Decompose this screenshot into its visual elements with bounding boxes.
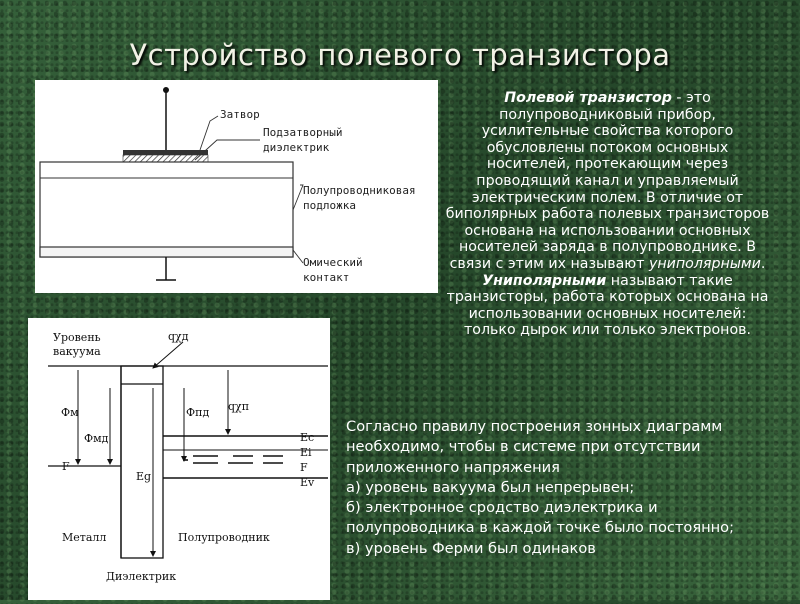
chi-n-label: qχп [228,400,250,413]
contact-label-2: контакт [303,271,350,284]
rule-b: б) электронное сродство диэлектрика и по… [346,499,735,537]
phi-m-label: Фм [61,406,79,419]
contact-leader [292,249,304,264]
ohmic-contact [39,246,294,258]
term-unipolar-2: Униполярными [482,272,607,289]
description-p1-end: . [760,255,766,272]
term-unipolar-1: униполярными [649,255,761,272]
term-field-transistor: Полевой транзистор [504,90,672,106]
slide-title: Устройство полевого транзистора [129,38,671,72]
phi-md-label: Фмд [84,432,109,445]
substrate [39,161,294,258]
gate-leader [199,115,219,151]
semiconductor-label: Полупроводник [178,531,270,544]
dielectric-block [120,365,164,559]
substrate-label-1: Полупроводниковая [303,184,416,197]
ei-label: Ei [300,446,312,459]
dielectric-label-2: диэлектрик [263,141,330,154]
ec-label: Ec [300,431,315,444]
gate-electrode [123,150,208,155]
band-diagram: Уровень вакуума qχд qχп Фм Фмд Фпд Eg F … [28,318,330,600]
metal-label: Металл [62,531,107,544]
structure-diagram-svg [39,87,304,281]
gate-label: Затвор [220,108,260,121]
gate-dielectric [122,154,209,163]
contact-label-1: Омический [303,256,363,269]
dielectric-label-1: Подзатворный [263,126,343,139]
dielectric-leader [194,139,260,161]
vacuum-label-2: вакуума [53,345,101,358]
description-p2: называют такие транзисторы, работа котор… [446,272,769,339]
description-p1: - это полупроводниковый прибор, усилител… [445,90,770,272]
phi-pd-label: Фпд [186,406,210,419]
description-text: Полевой транзистор - это полупроводников… [445,90,770,339]
fermi-right-label: F [300,461,308,474]
rules-intro: Согласно правилу построения зонных диагр… [346,418,723,476]
fermi-left-label: F [62,460,70,473]
dielectric-label: Диэлектрик [106,570,177,583]
substrate-label-2: подложка [303,199,356,212]
rule-c: в) уровень Ферми был одинаков [346,539,596,557]
band-rules-text: Согласно правилу построения зонных диагр… [346,417,766,559]
chi-d-label: qχд [168,330,189,343]
band-diagram-svg [48,341,328,559]
ev-label: Ev [300,476,315,489]
rule-a: а) уровень вакуума был непрерывен; [346,478,635,496]
vacuum-label-1: Уровень [53,331,101,344]
substrate-leader [292,184,304,211]
structure-diagram: Затвор Подзатворный диэлектрик Полупрово… [35,80,438,293]
chi-d-leader [152,341,184,369]
eg-label: Eg [136,470,152,483]
